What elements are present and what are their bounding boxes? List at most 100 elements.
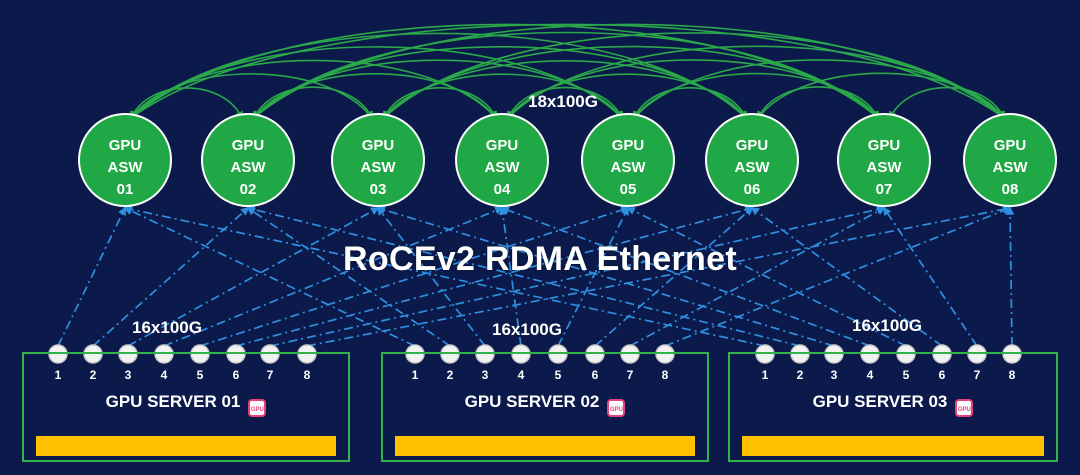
switch-label: 05 — [620, 181, 637, 198]
server-ports — [48, 344, 1022, 364]
uplink-line — [376, 205, 835, 347]
switch-label: GPU — [994, 137, 1027, 154]
switch-label: 02 — [240, 181, 257, 198]
uplink-line — [1005, 206, 1015, 347]
switch-label: GPU — [868, 137, 901, 154]
mesh-link — [130, 87, 243, 120]
switch-label: 03 — [370, 181, 387, 198]
port-circle — [824, 344, 844, 364]
uplink-line — [163, 206, 504, 347]
switch-label: 04 — [494, 181, 511, 198]
switch-label: GPU — [736, 137, 769, 154]
uplink-line — [92, 206, 250, 347]
switch-label: 06 — [744, 181, 761, 198]
port-circle — [755, 344, 775, 364]
mesh-link — [506, 59, 880, 120]
port-circle — [585, 344, 605, 364]
mesh-link — [633, 72, 879, 120]
switch-label: GPU — [362, 137, 395, 154]
uplink-line — [883, 206, 978, 347]
switch-node: GPU ASW 07 — [837, 113, 931, 207]
uplink-line — [246, 205, 801, 347]
switch-node: GPU ASW 08 — [963, 113, 1057, 207]
port-circle — [190, 344, 210, 364]
switch-label: 01 — [117, 181, 134, 198]
switch-label: ASW — [735, 159, 771, 176]
port-circle — [475, 344, 495, 364]
port-circle — [896, 344, 916, 364]
mesh-link — [757, 86, 879, 120]
port-circle — [440, 344, 460, 364]
uplink-line — [246, 207, 451, 347]
uplink-line — [123, 207, 416, 347]
uplink-line — [557, 206, 629, 347]
switch-node: GPU ASW 04 — [455, 113, 549, 207]
mesh-link — [382, 45, 880, 120]
mesh-link — [253, 72, 497, 120]
server-uplinks — [57, 205, 1015, 347]
switch-circle — [705, 113, 799, 207]
mesh-link — [507, 73, 747, 120]
port-circle — [790, 344, 810, 364]
switch-node: GPU ASW 02 — [201, 113, 295, 207]
switch-label: ASW — [108, 159, 144, 176]
mesh-link — [382, 60, 748, 120]
port-circle — [620, 344, 640, 364]
port-circle — [860, 344, 880, 364]
uplink-line — [235, 205, 754, 347]
switch-label: GPU — [232, 137, 265, 154]
switch-circle — [581, 113, 675, 207]
port-circle — [655, 344, 675, 364]
port-circle — [260, 344, 280, 364]
uplink-line — [376, 206, 486, 347]
mesh-link — [889, 86, 1005, 120]
uplink-line — [750, 207, 943, 347]
switch-nodes: GPU ASW 01 GPU ASW 02 GPU ASW 03 GPU ASW 04 GPU ASW 05… — [78, 113, 1057, 207]
switch-label: ASW — [361, 159, 397, 176]
uplink-line — [594, 206, 754, 347]
switch-node: GPU ASW 03 — [331, 113, 425, 207]
switch-label: ASW — [867, 159, 903, 176]
switch-circle — [78, 113, 172, 207]
switch-label: GPU — [486, 137, 519, 154]
port-circle — [118, 344, 138, 364]
switch-label: ASW — [231, 159, 267, 176]
mesh-link — [129, 23, 1006, 119]
port-circle — [48, 344, 68, 364]
uplink-line — [498, 206, 522, 347]
port-circle — [511, 344, 531, 364]
switch-label: GPU — [109, 137, 142, 154]
mesh-link — [253, 86, 373, 120]
port-circle — [226, 344, 246, 364]
uplink-line — [306, 205, 1012, 347]
uplink-line — [500, 206, 871, 347]
switch-label: ASW — [993, 159, 1029, 176]
switch-node: GPU ASW 05 — [581, 113, 675, 207]
uplink-line — [127, 207, 380, 347]
switch-circle — [455, 113, 549, 207]
uplink-line — [199, 206, 630, 347]
switch-node: GPU ASW 06 — [705, 113, 799, 207]
port-circle — [154, 344, 174, 364]
uplink-line — [269, 205, 886, 347]
mesh-link — [383, 73, 623, 120]
uplink-line — [57, 206, 126, 347]
uplink-line — [626, 207, 907, 347]
switch-label: ASW — [611, 159, 647, 176]
port-circle — [1002, 344, 1022, 364]
mesh-link — [507, 86, 623, 120]
switch-label: ASW — [485, 159, 521, 176]
uplink-line — [664, 206, 1012, 347]
switch-label: GPU — [612, 137, 645, 154]
switch-label: 08 — [1002, 181, 1019, 198]
switch-node: GPU ASW 01 — [78, 113, 172, 207]
port-circle — [405, 344, 425, 364]
mesh-link — [252, 59, 624, 120]
port-circle — [967, 344, 987, 364]
port-circle — [83, 344, 103, 364]
mesh-link — [632, 59, 1006, 120]
uplink-line — [123, 205, 766, 347]
switch-label: 07 — [876, 181, 893, 198]
mesh-link — [757, 72, 1005, 120]
